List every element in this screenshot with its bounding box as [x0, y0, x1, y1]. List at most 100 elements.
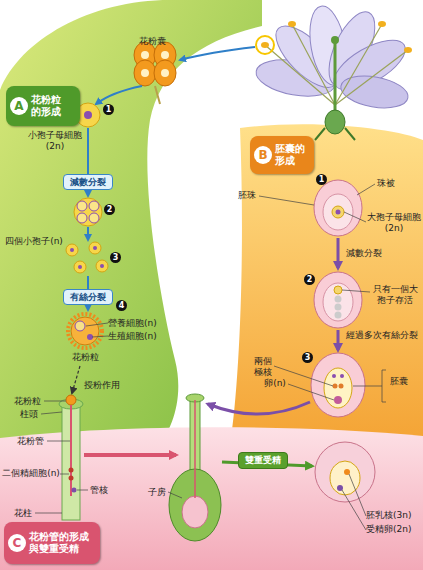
part-label: 兩個 極核	[252, 356, 274, 378]
nucellus	[323, 283, 353, 321]
nucleus	[100, 264, 104, 268]
tetrad-cell	[77, 201, 87, 211]
leader-line	[60, 474, 69, 475]
stamen	[265, 45, 335, 105]
leader-line	[288, 384, 334, 400]
leader-line	[77, 490, 88, 491]
anther	[288, 21, 296, 27]
section-badge: A花粉粒 的形成	[6, 86, 80, 126]
section-badge: C花粉管的形成 與雙重受精	[4, 522, 100, 564]
flow-arrow	[337, 330, 340, 350]
step-text: 有絲分裂	[70, 291, 106, 304]
stamen	[292, 24, 335, 105]
stigma	[331, 36, 339, 44]
part-label: 管核	[88, 485, 110, 496]
ovary	[325, 110, 345, 134]
process-box: 減數分裂	[63, 174, 113, 190]
part-label: 柱頭	[18, 409, 40, 420]
sepal	[315, 128, 355, 140]
degenerate-cell	[335, 304, 342, 311]
megaspore-mother-cell	[332, 206, 344, 218]
flow-arrow	[180, 47, 255, 60]
part-label: 胚珠	[236, 190, 258, 201]
leader-line	[92, 336, 108, 337]
stamen	[335, 24, 382, 105]
nucleus	[78, 265, 82, 269]
pollen-spikes	[68, 314, 102, 348]
tetrad-cell	[89, 213, 99, 223]
embryo-sac	[324, 368, 352, 408]
callout-number: 2	[304, 274, 315, 285]
style-tube	[62, 405, 80, 520]
leader-line	[35, 513, 62, 514]
part-label: 經過多次有絲分裂	[346, 330, 422, 341]
leader-line	[342, 290, 370, 292]
step-text: 雙重受精	[245, 454, 281, 467]
part-label: 花粉囊	[134, 36, 170, 47]
callout-number: 4	[116, 300, 127, 311]
part-label: 胚囊	[388, 376, 410, 387]
leader-line	[349, 474, 366, 516]
highlight-circle	[256, 36, 274, 54]
part-label: 花柱	[12, 508, 34, 519]
anther-lobe	[154, 60, 176, 86]
anther-lobe	[134, 60, 156, 86]
part-label: 卵(n)	[262, 378, 288, 389]
part-label: 胚乳核(3n)	[366, 510, 422, 521]
pollen-grain	[66, 395, 76, 405]
sperm-cell	[69, 468, 74, 473]
part-label: 小孢子母細胞 (2n)	[26, 130, 84, 152]
anther	[404, 47, 412, 53]
flow-arrow	[84, 453, 176, 457]
antipodal	[332, 374, 336, 378]
anther	[378, 21, 386, 27]
sperm-cell	[69, 476, 74, 481]
tetrad-cell	[77, 213, 87, 223]
pollen-dot	[141, 51, 149, 59]
antipodal	[340, 374, 344, 378]
tetrad	[74, 198, 102, 226]
part-label: 生殖細胞(n)	[108, 331, 168, 342]
bracket	[353, 370, 386, 402]
vegetative-nucleus	[75, 321, 85, 331]
tetrad-cell	[89, 201, 99, 211]
section-letter: C	[8, 534, 26, 552]
petal	[338, 71, 410, 112]
megaspore	[334, 286, 342, 294]
microspore	[96, 260, 108, 272]
polar-nucleus	[339, 384, 344, 389]
flow-arrow	[87, 227, 89, 240]
nucleus	[84, 111, 92, 119]
part-label: 花粉粒	[12, 396, 42, 407]
part-label: 四個小孢子(n)	[2, 236, 66, 247]
leader-line	[168, 492, 182, 498]
orange-band	[230, 124, 423, 445]
tube-nucleus	[72, 488, 77, 493]
flow-arrow	[208, 402, 310, 414]
leader-line	[357, 184, 375, 195]
polar-nucleus	[333, 384, 338, 389]
callout-number: 2	[104, 204, 115, 215]
part-label: 減數分裂	[346, 248, 386, 259]
part-label: 花粉管	[14, 436, 46, 447]
process-box: 有絲分裂	[63, 289, 113, 305]
leader-line	[47, 441, 70, 442]
ovule	[314, 180, 362, 236]
ovule	[314, 272, 362, 328]
section-title: 花粉粒 的形成	[31, 94, 76, 118]
section-title: 花粉管的形成 與雙重受精	[29, 531, 96, 555]
part-label: 大孢子母細胞 (2n)	[366, 212, 422, 234]
callout-number: 1	[316, 174, 327, 185]
callout-number: 3	[110, 252, 121, 263]
pollen-grain	[71, 317, 99, 345]
pollen-tube	[70, 405, 72, 496]
microspore	[74, 261, 86, 273]
section-letter: B	[254, 146, 272, 164]
microspore	[66, 244, 78, 256]
leader-line	[44, 401, 66, 402]
green-band	[0, 0, 262, 445]
ovule	[182, 496, 208, 528]
ovule	[311, 353, 365, 417]
anther	[261, 42, 269, 48]
